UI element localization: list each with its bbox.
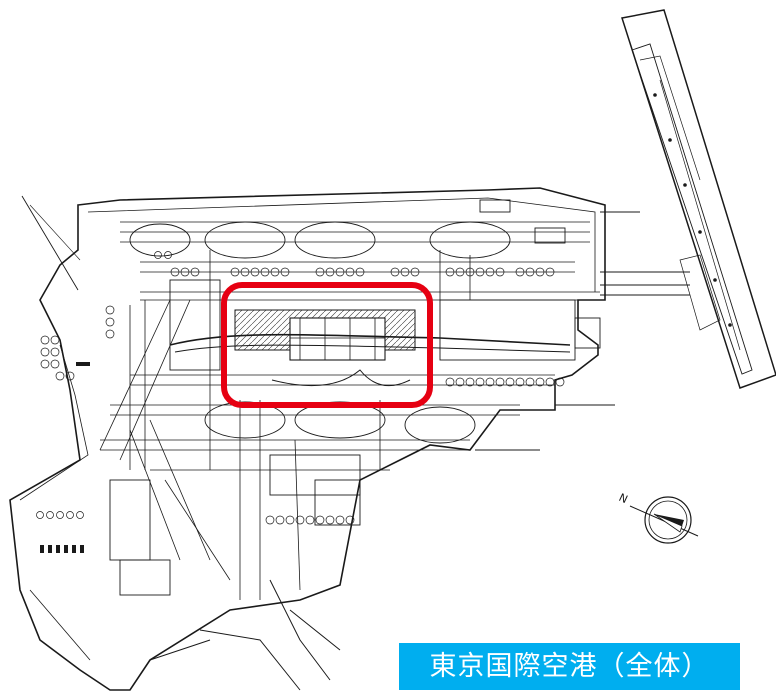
terminal-core <box>289 317 386 361</box>
svg-text:N: N <box>617 491 630 506</box>
highlight-frame <box>221 282 433 408</box>
access-road <box>149 579 341 691</box>
offshore-runway-marks <box>653 93 732 327</box>
map-caption: 東京国際空港（全体） <box>429 651 710 682</box>
apron-blocks <box>40 362 90 553</box>
access-line <box>21 195 79 291</box>
buildings <box>109 199 601 596</box>
aircraft-stands <box>36 251 565 525</box>
taxiway-loops <box>129 221 511 444</box>
offshore-runway <box>621 9 776 389</box>
terminal-road <box>174 344 571 353</box>
terminal-pier <box>271 369 411 387</box>
seawall-line <box>19 197 596 661</box>
caption-box <box>399 643 740 690</box>
north-arrow-icon: N <box>617 491 699 544</box>
access-line <box>29 204 81 261</box>
terminal-road <box>169 333 571 346</box>
airport-boundary <box>9 187 606 691</box>
runway-connector <box>600 271 690 296</box>
terminal-grid <box>290 318 385 360</box>
